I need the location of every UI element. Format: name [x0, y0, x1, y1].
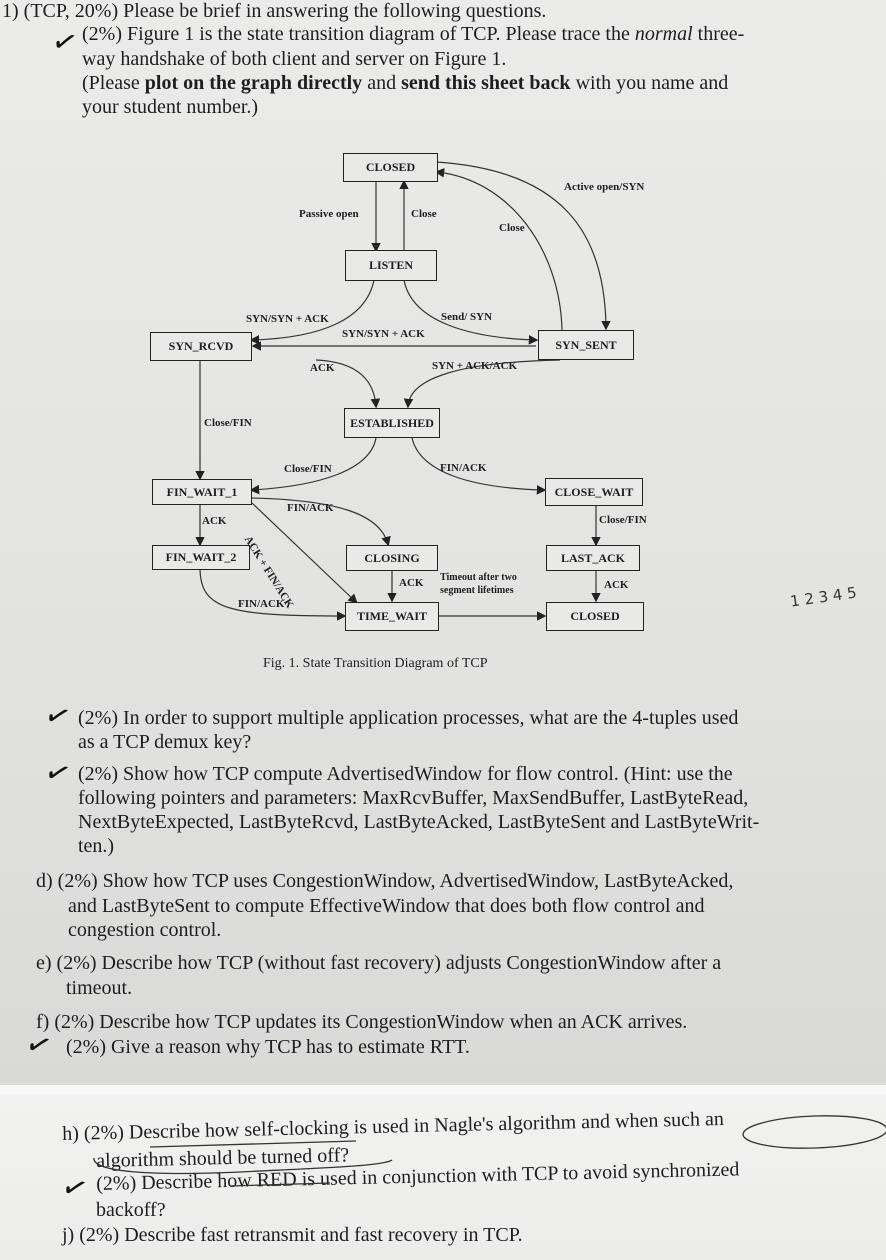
state-syn-sent: SYN_SENT: [538, 330, 634, 360]
question-c-line3: NextByteExpected, LastByteRcvd, LastByte…: [78, 811, 760, 833]
label-syn-synack: SYN/SYN + ACK: [246, 313, 329, 325]
question-c-line2: following pointers and parameters: MaxRc…: [78, 787, 749, 809]
label-syn-synack-2: SYN/SYN + ACK: [342, 328, 425, 340]
state-closed-final: CLOSED: [546, 602, 644, 631]
question-1-header: 1) (TCP, 20%) Please be brief in answeri…: [2, 0, 547, 22]
question-b-line2: as a TCP demux key?: [78, 731, 252, 753]
state-last-ack: LAST_ACK: [546, 545, 640, 571]
question-d-line3: congestion control.: [68, 919, 222, 941]
label-timeout-line1: Timeout after two: [440, 572, 517, 583]
exam-sheet-top: [0, 0, 886, 1085]
label-fin-ack-1: FIN/ACK: [440, 462, 487, 474]
label-ack-1: ACK: [310, 362, 335, 374]
label-timeout-line2: segment lifetimes: [440, 585, 514, 596]
label-synack-ack: SYN + ACK/ACK: [432, 360, 518, 372]
question-a-line4: your student number.): [82, 96, 259, 118]
state-time-wait: TIME_WAIT: [345, 602, 439, 631]
state-listen: LISTEN: [345, 250, 437, 281]
label-close-fin-1: Close/FIN: [204, 417, 252, 429]
question-c-line4: ten.): [78, 835, 115, 857]
state-closing: CLOSING: [346, 545, 438, 571]
sheet-gap: [0, 1085, 886, 1095]
state-diagram-arrows: [195, 161, 611, 621]
label-active-open: Active open/SYN: [564, 181, 645, 193]
state-established: ESTABLISHED: [344, 408, 440, 438]
label-ack-2: ACK: [202, 515, 227, 527]
label-ack-4: ACK: [604, 579, 629, 591]
label-send-syn: Send/ SYN: [441, 311, 493, 323]
state-closed: CLOSED: [343, 153, 438, 182]
exam-sheet-bottom: [0, 1095, 886, 1260]
label-ack-3: ACK: [399, 577, 424, 589]
question-e-line1: e) (2%) Describe how TCP (without fast r…: [36, 952, 722, 974]
label-close-fin-2: Close/FIN: [284, 463, 332, 475]
question-a-line1: (2%) Figure 1 is the state transition di…: [82, 23, 745, 45]
label-fin-ack-3: FIN/ACK: [238, 598, 285, 610]
state-syn-rcvd: SYN_RCVD: [150, 332, 252, 361]
question-a-line2: way handshake of both client and server …: [82, 48, 507, 70]
label-passive-open: Passive open: [299, 208, 359, 220]
question-e-line2: timeout.: [66, 977, 133, 999]
question-d-line1: d) (2%) Show how TCP uses CongestionWind…: [36, 870, 734, 892]
figure-caption: Fig. 1. State Transition Diagram of TCP: [263, 656, 488, 671]
label-fin-ack-2: FIN/ACK: [287, 502, 334, 514]
label-close-fin-3: Close/FIN: [599, 514, 647, 526]
label-close-2: Close: [499, 222, 525, 234]
state-close-wait: CLOSE_WAIT: [545, 478, 643, 506]
label-close-1: Close: [411, 208, 437, 220]
question-a-line3: (Please plot on the graph directly and s…: [82, 72, 729, 94]
question-g-line1: (2%) Give a reason why TCP has to estima…: [66, 1036, 470, 1058]
question-d-line2: and LastByteSent to compute EffectiveWin…: [68, 895, 705, 917]
question-f-line1: f) (2%) Describe how TCP updates its Con…: [36, 1011, 688, 1033]
question-j-line1: j) (2%) Describe fast retransmit and fas…: [62, 1224, 523, 1246]
state-fin-wait-1: FIN_WAIT_1: [152, 479, 252, 505]
question-i-line2: backoff?: [96, 1199, 166, 1221]
state-fin-wait-2: FIN_WAIT_2: [152, 545, 250, 570]
question-b-line1: (2%) In order to support multiple applic…: [78, 707, 739, 729]
question-c-line1: (2%) Show how TCP compute AdvertisedWind…: [78, 763, 733, 785]
